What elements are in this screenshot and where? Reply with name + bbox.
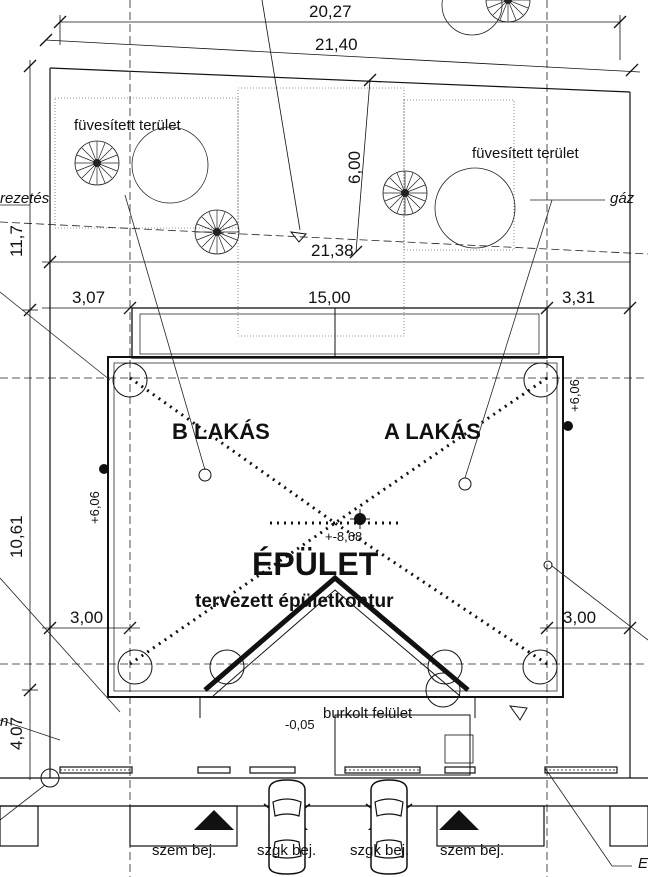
paved-label: burkolt felület — [323, 705, 413, 722]
level-left: +6,06 — [87, 491, 102, 524]
dim-15-00: 15,00 — [308, 288, 351, 307]
apartment-a-letter: A — [384, 419, 400, 444]
dim-3-00-right: 3,00 — [563, 608, 597, 627]
apartment-b-letter: B — [172, 419, 188, 444]
level-right: +6,06 — [567, 379, 582, 412]
dim-4-07: 4,07 — [7, 716, 26, 750]
lawn-right-label: füvesített terület — [472, 145, 579, 162]
dim-3-07: 3,07 — [72, 288, 106, 307]
dim-6-00: 6,00 — [345, 150, 364, 184]
dim-21-40: 21,40 — [315, 35, 358, 54]
dim-3-31: 3,31 — [562, 288, 596, 307]
building-title: ÉPÜLET — [252, 546, 379, 582]
level-center: +-8,68 — [325, 529, 363, 544]
building-subtitle: tervezett épületkontur — [195, 591, 394, 612]
parking-label-1: szem bej. — [152, 842, 217, 859]
dim-20-27: 20,27 — [309, 2, 352, 21]
left-edge-label: rezetés — [0, 190, 50, 207]
parking-label-3: szgk bej. — [350, 842, 410, 859]
apartment-b-label: B LAKÁS — [172, 421, 270, 443]
apartment-a-word: LAKÁS — [399, 419, 481, 444]
dim-10-61: 10,61 — [7, 515, 26, 558]
dim-11-7: 11,7 — [7, 225, 26, 257]
apartment-b-word: LAKÁS — [187, 419, 270, 444]
lawn-left-label: füvesített terület — [74, 117, 181, 134]
parking-label-4: szem bej. — [440, 842, 505, 859]
parking-label-2: szgk bej. — [257, 842, 317, 859]
dim-3-00-left: 3,00 — [70, 608, 104, 627]
gas-label: gáz — [610, 190, 635, 207]
right-stub-label: E — [638, 855, 648, 872]
apartment-a-label: A LAKÁS — [384, 421, 481, 443]
dim-21-38: 21,38 — [311, 241, 354, 260]
level-bottom: -0,05 — [285, 717, 315, 732]
left-stub-label: n — [0, 713, 9, 730]
